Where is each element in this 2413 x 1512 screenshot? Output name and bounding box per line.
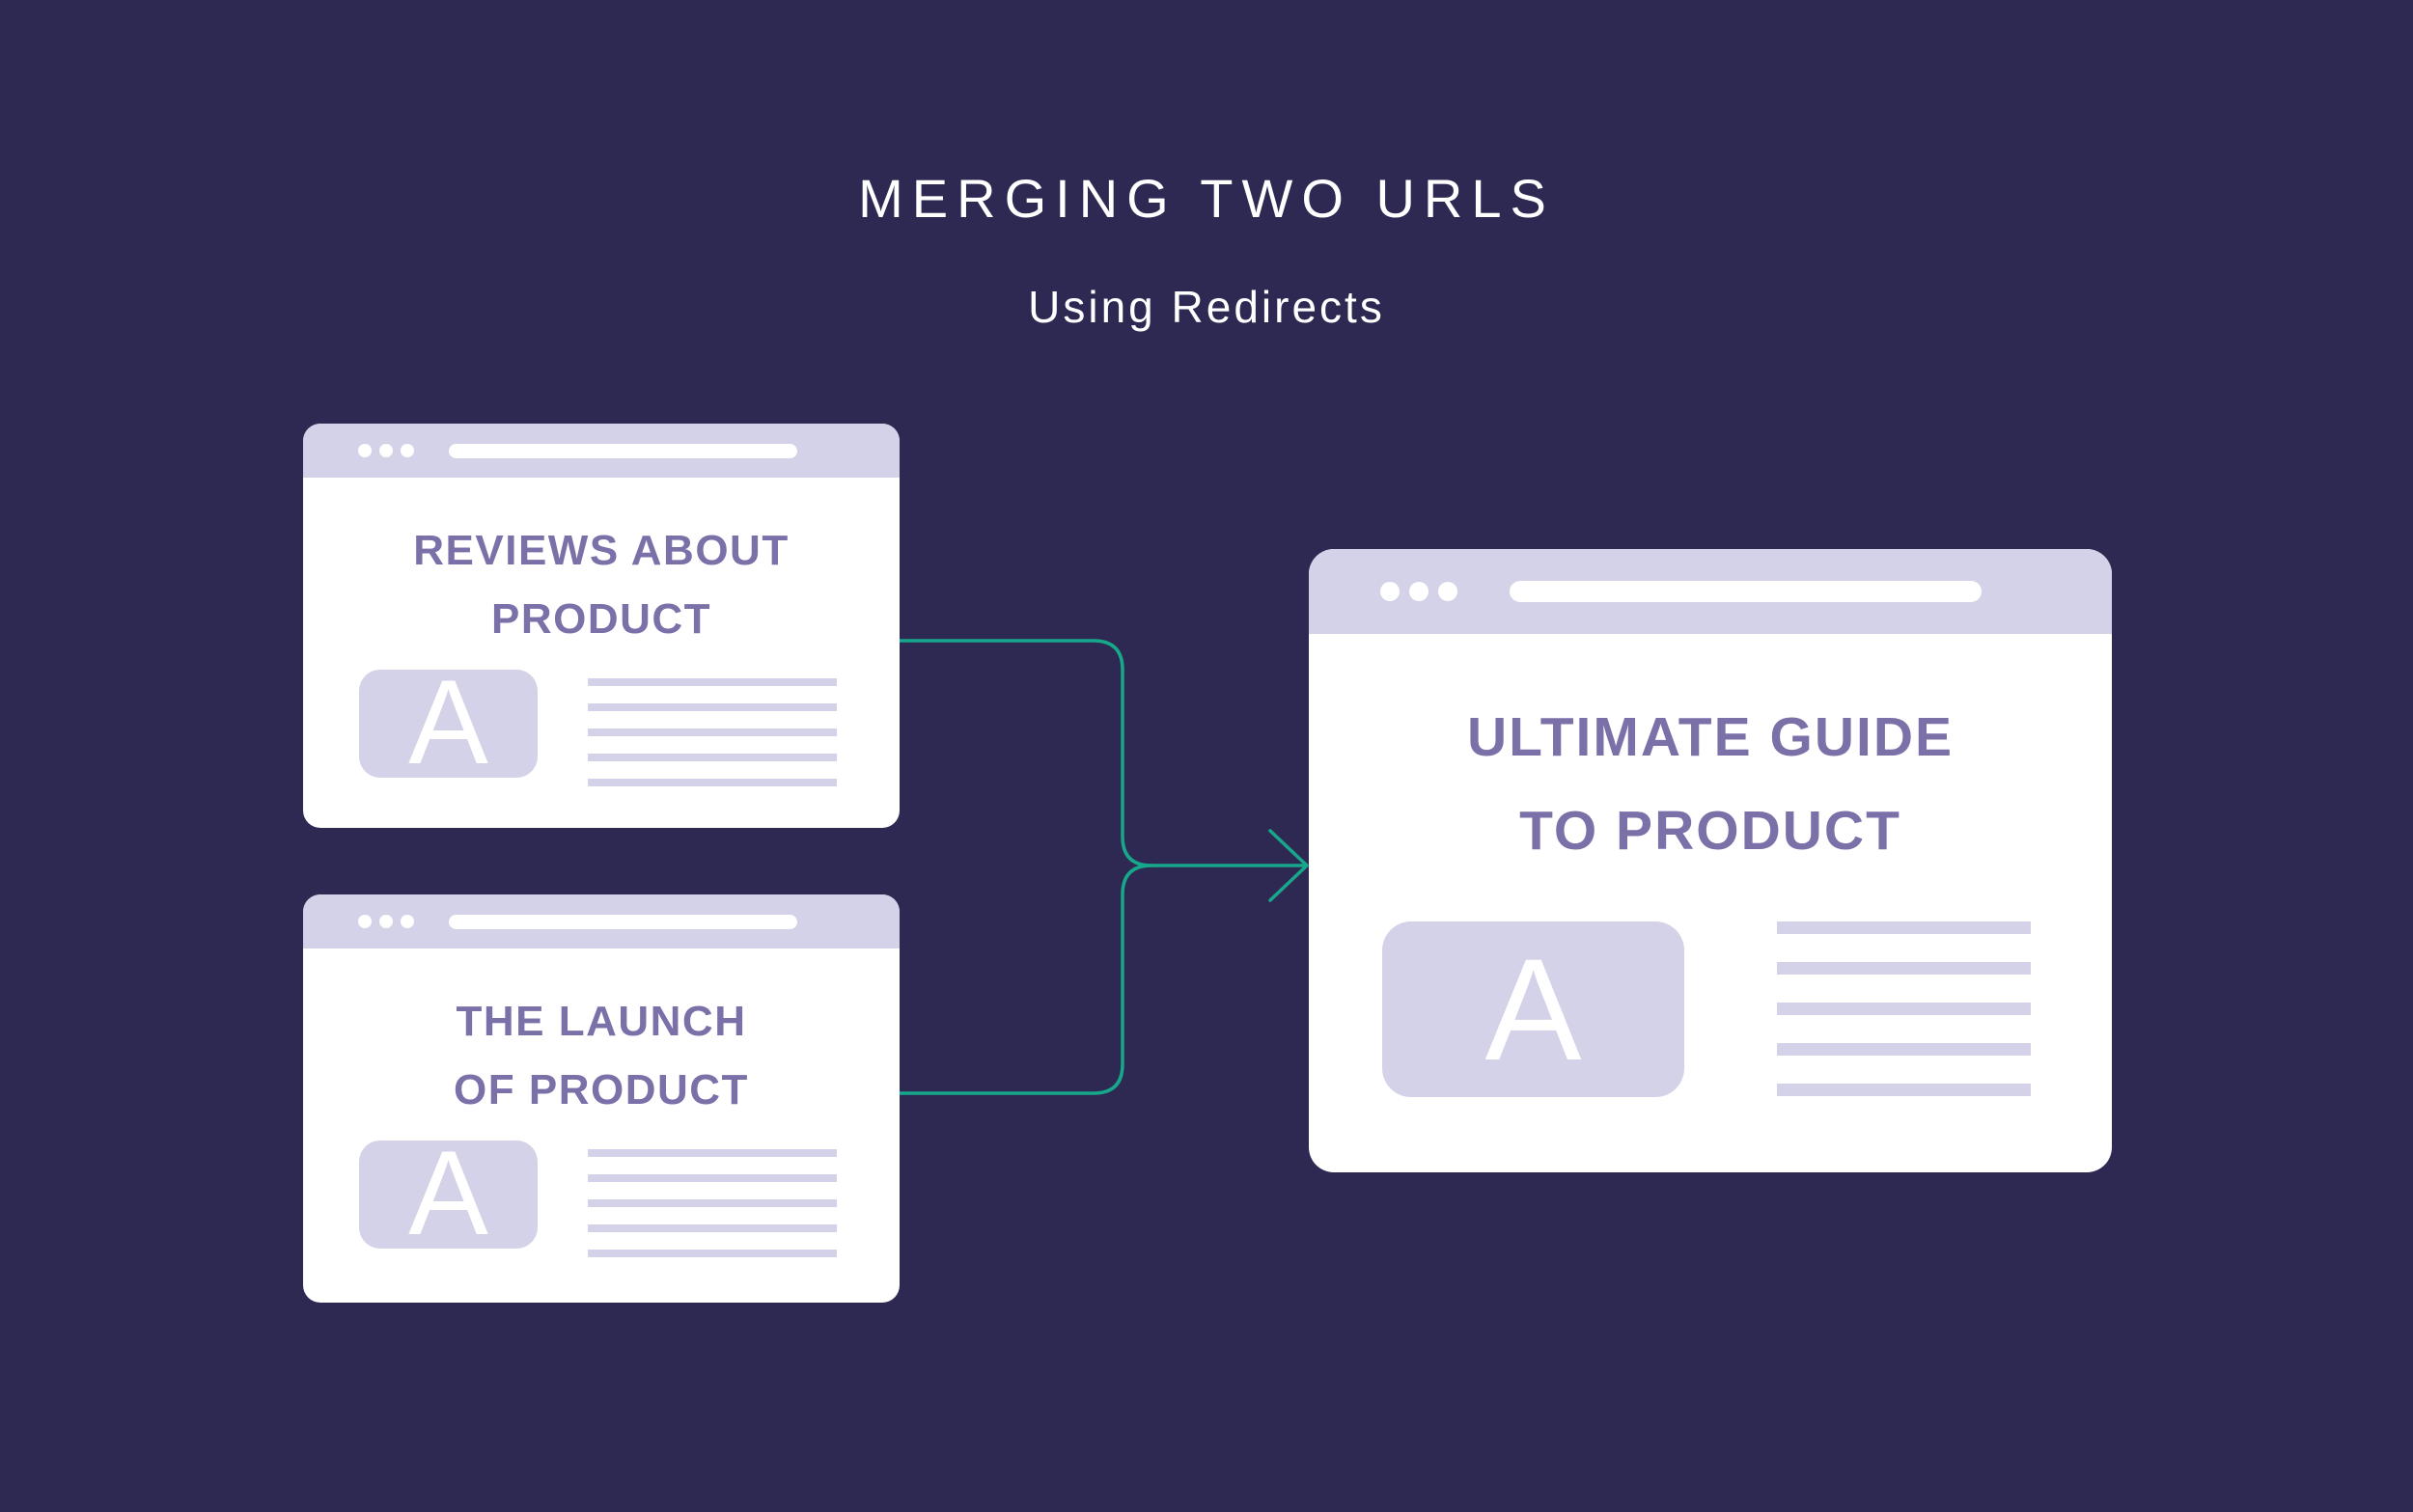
- text-placeholder-line: [588, 754, 837, 761]
- connector-top-path: [898, 639, 1305, 867]
- window-controls-icon: [358, 915, 414, 928]
- text-placeholder-line: [588, 1199, 837, 1207]
- text-placeholder-line: [588, 703, 837, 711]
- arrowhead-icon: [1268, 829, 1309, 902]
- text-placeholder-line: [1777, 1084, 2031, 1096]
- page-heading-line-2: PRODUCT: [490, 595, 712, 643]
- text-placeholder-line: [588, 1174, 837, 1182]
- text-placeholder-line: [1777, 962, 2031, 975]
- text-placeholder-block: [1777, 921, 2031, 1096]
- page-heading: ULTIMATE GUIDE TO PRODUCT: [1309, 691, 2112, 878]
- text-placeholder-block: [588, 1149, 837, 1257]
- address-bar: [449, 915, 797, 929]
- browser-window-source-bottom: THE LAUNCH OF PRODUCT A: [303, 894, 900, 1303]
- browser-titlebar: [303, 894, 900, 948]
- address-bar: [1510, 581, 1982, 602]
- window-dot-icon: [401, 444, 414, 457]
- text-placeholder-line: [588, 779, 837, 786]
- window-dot-icon: [1409, 582, 1428, 601]
- window-dot-icon: [358, 444, 372, 457]
- text-placeholder-line: [1777, 1043, 2031, 1056]
- page-heading-line-1: ULTIMATE GUIDE: [1466, 706, 1954, 768]
- text-placeholder-line: [588, 729, 837, 736]
- text-placeholder-line: [1777, 921, 2031, 934]
- window-dot-icon: [401, 915, 414, 928]
- text-placeholder-line: [588, 1149, 837, 1157]
- address-bar: [449, 444, 797, 458]
- image-placeholder-letter: A: [1484, 927, 1582, 1090]
- browser-titlebar: [303, 424, 900, 478]
- page-heading-line-2: TO PRODUCT: [1519, 800, 1901, 862]
- window-dot-icon: [1380, 582, 1400, 601]
- window-dot-icon: [379, 915, 393, 928]
- window-controls-icon: [1380, 582, 1457, 601]
- image-placeholder-letter: A: [408, 656, 488, 790]
- connector-bottom-path: [898, 864, 1153, 1095]
- window-dot-icon: [379, 444, 393, 457]
- page-heading-line-1: THE LAUNCH: [456, 998, 747, 1045]
- text-placeholder-line: [588, 1224, 837, 1232]
- page-heading-line-2: OF PRODUCT: [454, 1066, 749, 1113]
- image-placeholder: A: [359, 656, 538, 790]
- text-placeholder-line: [588, 1250, 837, 1257]
- image-placeholder-letter: A: [408, 1127, 488, 1261]
- image-placeholder: A: [1382, 921, 1684, 1097]
- browser-titlebar: [1309, 549, 2112, 634]
- page-heading-line-1: REVIEWS ABOUT: [413, 527, 790, 574]
- browser-window-result: ULTIMATE GUIDE TO PRODUCT A: [1309, 549, 2112, 1172]
- image-placeholder: A: [359, 1127, 538, 1261]
- text-placeholder-line: [1777, 1003, 2031, 1015]
- window-dot-icon: [1438, 582, 1457, 601]
- window-dot-icon: [358, 915, 372, 928]
- page-heading: REVIEWS ABOUT PRODUCT: [303, 516, 900, 653]
- text-placeholder-line: [588, 678, 837, 686]
- browser-window-source-top: REVIEWS ABOUT PRODUCT A: [303, 424, 900, 828]
- page-heading: THE LAUNCH OF PRODUCT: [303, 987, 900, 1124]
- page-subtitle: Using Redirects: [1028, 282, 1385, 332]
- window-controls-icon: [358, 444, 414, 457]
- page-title: MERGING TWO URLS: [858, 168, 1555, 229]
- text-placeholder-block: [588, 678, 837, 786]
